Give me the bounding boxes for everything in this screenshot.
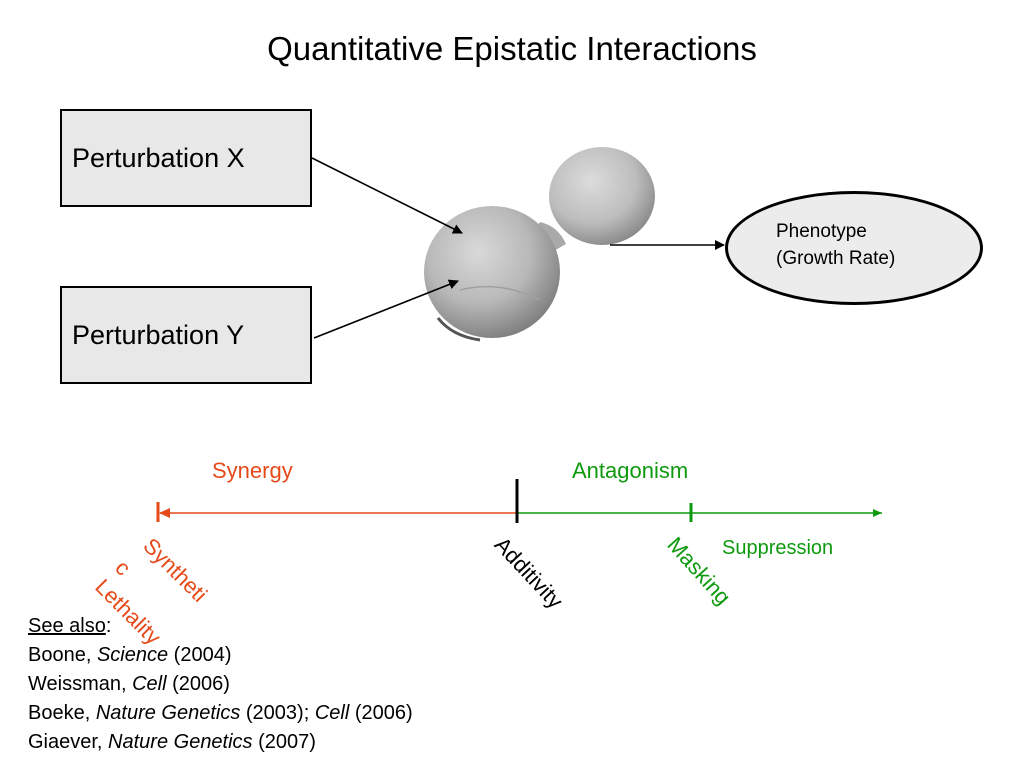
page-title: Quantitative Epistatic Interactions xyxy=(267,30,757,67)
reference-author: Weissman, xyxy=(28,673,133,695)
yeast-cell-image xyxy=(424,147,655,342)
synergy-label: Synergy xyxy=(212,458,293,483)
reference-journal: Nature Genetics xyxy=(95,702,241,724)
see-also-link: See also xyxy=(28,615,106,637)
reference-year: (2007) xyxy=(252,731,316,753)
phenotype-ellipse: Phenotype (Growth Rate) xyxy=(725,191,983,305)
perturbation-x-box: Perturbation X xyxy=(60,109,312,207)
reference-journal: Cell xyxy=(314,702,350,724)
perturbation-x-label: Perturbation X xyxy=(72,142,245,173)
reference-item: Weissman, Cell (2006) xyxy=(28,670,413,699)
antagonism-label: Antagonism xyxy=(572,458,689,483)
see-also-line: See also: xyxy=(28,612,413,641)
reference-author: Boone, xyxy=(28,644,97,666)
arrow-x-to-cell xyxy=(311,157,463,234)
reference-journal: Nature Genetics xyxy=(108,731,253,753)
see-also-colon: : xyxy=(105,615,112,637)
reference-year: (2003); xyxy=(240,702,315,724)
reference-year: (2006) xyxy=(349,702,413,724)
reference-journal: Science xyxy=(96,644,169,666)
perturbation-y-box: Perturbation Y xyxy=(60,286,312,384)
reference-author: Giaever, xyxy=(28,731,109,753)
phenotype-line-2: (Growth Rate) xyxy=(776,248,896,269)
references: See also: Boone, Science (2004) Weissman… xyxy=(28,612,413,757)
reference-year: (2004) xyxy=(168,644,232,666)
reference-author: Boeke, xyxy=(28,702,96,724)
reference-item: Giaever, Nature Genetics (2007) xyxy=(28,728,413,757)
reference-item: Boone, Science (2004) xyxy=(28,641,413,670)
suppression-label: Suppression xyxy=(722,537,834,559)
perturbation-y-label: Perturbation Y xyxy=(72,319,245,350)
arrow-y-to-cell xyxy=(313,279,459,339)
reference-item: Boeke, Nature Genetics (2003); Cell (200… xyxy=(28,699,413,728)
reference-journal: Cell xyxy=(132,673,167,695)
phenotype-line-1: Phenotype xyxy=(776,221,867,242)
reference-year: (2006) xyxy=(166,673,230,695)
